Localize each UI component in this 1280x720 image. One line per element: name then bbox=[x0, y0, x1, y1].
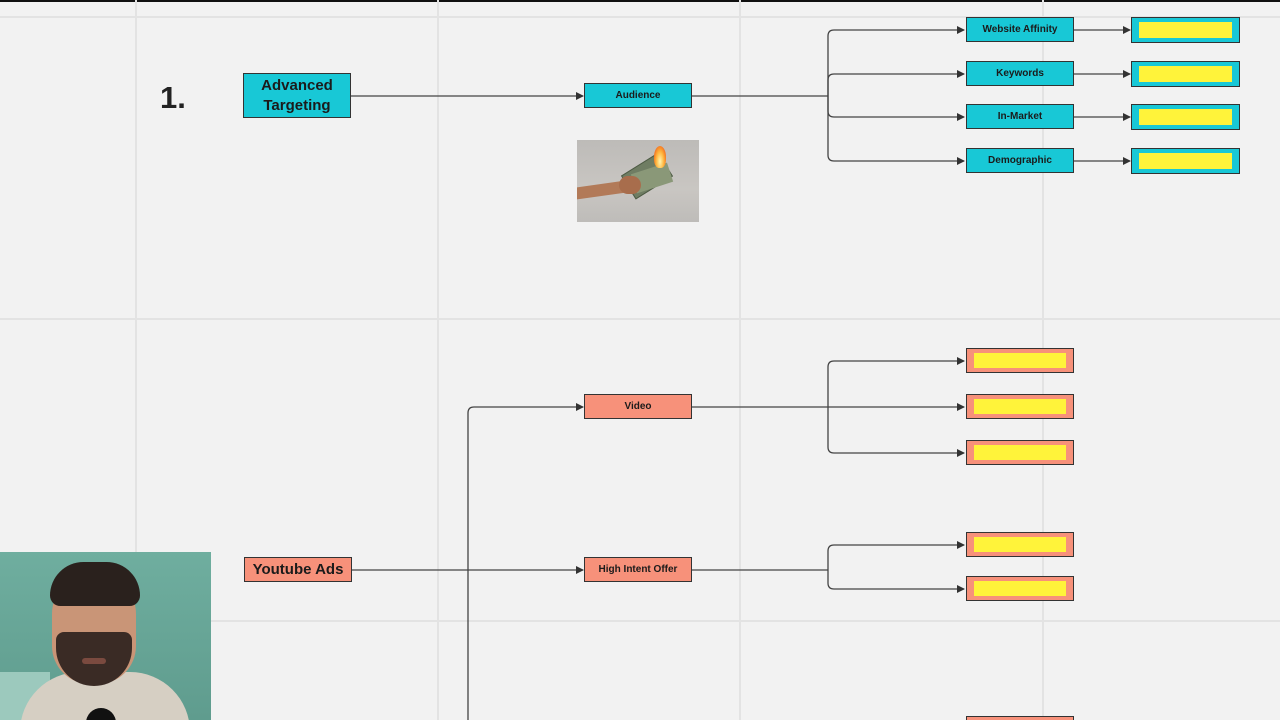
yellow-highlight bbox=[1139, 153, 1232, 169]
yellow-highlight bbox=[1139, 66, 1232, 82]
connector-to-keywords bbox=[827, 70, 965, 96]
placeholder-box-partial[interactable] bbox=[966, 716, 1074, 720]
placeholder-box[interactable] bbox=[1131, 61, 1240, 87]
yellow-highlight bbox=[974, 445, 1066, 460]
placeholder-box[interactable] bbox=[966, 440, 1074, 465]
node-demographic[interactable]: Demographic bbox=[966, 148, 1074, 173]
grid-line bbox=[437, 0, 439, 720]
grid-line bbox=[0, 16, 1280, 18]
connector-video-out-3 bbox=[827, 407, 965, 457]
node-keywords[interactable]: Keywords bbox=[966, 61, 1074, 86]
placeholder-box[interactable] bbox=[966, 394, 1074, 419]
node-audience[interactable]: Audience bbox=[584, 83, 692, 108]
webcam-presenter-mouth bbox=[82, 658, 106, 664]
top-border bbox=[0, 0, 1280, 2]
yellow-highlight bbox=[974, 537, 1066, 552]
flame-icon bbox=[654, 146, 666, 168]
grid-line bbox=[739, 0, 741, 720]
presenter-webcam bbox=[0, 552, 211, 720]
node-high-intent-offer[interactable]: High Intent Offer bbox=[584, 557, 692, 582]
connector-to-in-market bbox=[827, 96, 965, 121]
yellow-highlight bbox=[974, 353, 1066, 368]
step-number: 1. bbox=[160, 80, 186, 115]
microphone-icon bbox=[86, 708, 116, 720]
connector-to-demographic bbox=[827, 96, 965, 165]
placeholder-box[interactable] bbox=[1131, 104, 1240, 130]
node-website-affinity[interactable]: Website Affinity bbox=[966, 17, 1074, 42]
yellow-highlight bbox=[974, 399, 1066, 414]
node-video[interactable]: Video bbox=[584, 394, 692, 419]
yellow-highlight bbox=[1139, 22, 1232, 38]
placeholder-box[interactable] bbox=[966, 348, 1074, 373]
placeholder-box[interactable] bbox=[1131, 148, 1240, 174]
placeholder-box[interactable] bbox=[966, 532, 1074, 557]
connector-to-website-affinity bbox=[827, 26, 965, 96]
yellow-highlight bbox=[974, 581, 1066, 596]
webcam-presenter-hair bbox=[50, 562, 140, 606]
grid-line bbox=[0, 318, 1280, 320]
connector-high-intent-out-2 bbox=[827, 570, 965, 593]
node-in-market[interactable]: In-Market bbox=[966, 104, 1074, 129]
burning-money-photo[interactable] bbox=[577, 140, 699, 222]
connector-high-intent-out-1 bbox=[827, 541, 965, 570]
grid-line bbox=[0, 620, 1280, 622]
photo-hand bbox=[619, 176, 641, 194]
placeholder-box[interactable] bbox=[1131, 17, 1240, 43]
node-youtube-ads[interactable]: Youtube Ads bbox=[244, 557, 352, 582]
connector-video-out-1 bbox=[827, 357, 965, 407]
node-advanced-targeting[interactable]: Advanced Targeting bbox=[243, 73, 351, 118]
yellow-highlight bbox=[1139, 109, 1232, 125]
grid-line bbox=[135, 0, 137, 720]
placeholder-box[interactable] bbox=[966, 576, 1074, 601]
connector-to-video bbox=[467, 403, 584, 570]
